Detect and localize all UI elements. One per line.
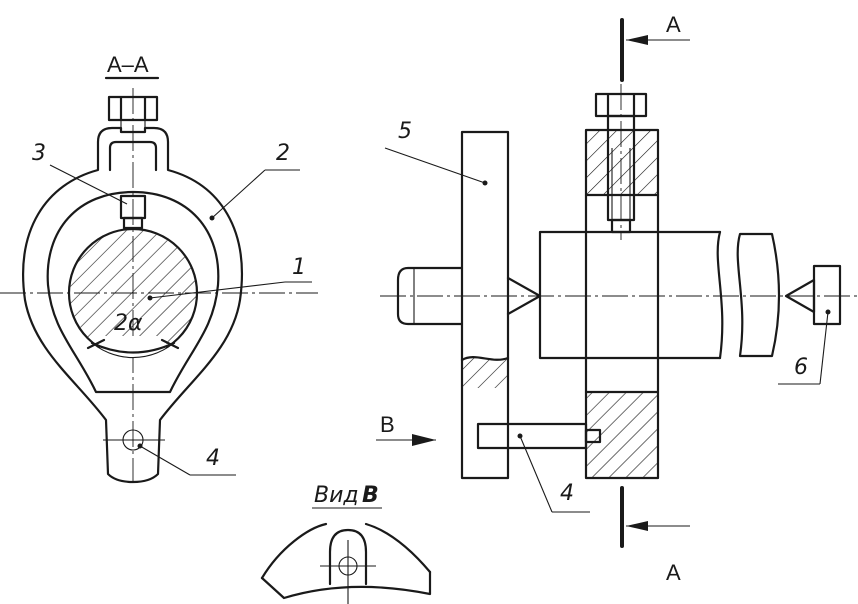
leader-4-left (139, 445, 191, 476)
leader-2 (211, 169, 266, 219)
section-label-bottom: A (666, 560, 681, 585)
section-title: A–A (107, 52, 149, 77)
spindle-nose (396, 266, 464, 326)
workpiece-shaft (538, 230, 722, 360)
leader-6-dot (825, 309, 831, 315)
leader-3 (49, 164, 128, 205)
clamp-bottom-hatch (586, 392, 658, 478)
faceplate (460, 130, 510, 480)
workpiece-end (736, 232, 781, 358)
view-arrow-label: B (380, 412, 395, 437)
shaft-hatch (69, 229, 197, 357)
leader-1-dot (147, 295, 153, 301)
label-part-1: 1 (292, 255, 306, 280)
angle-arrows (86, 338, 180, 350)
front-view: A A 5 (376, 12, 858, 585)
label-part-6: 6 (794, 355, 808, 380)
leader-4-left-dot (137, 443, 143, 449)
section-arrow-bottom-head (626, 521, 648, 531)
view-b-lower-edge (260, 570, 432, 600)
clamp-inner-opening (46, 190, 220, 394)
label-part-4-left: 4 (206, 446, 220, 471)
tail-center-body (812, 264, 842, 326)
leader-4-right-dot (517, 433, 523, 439)
bolt-head (107, 95, 159, 122)
right-bolt-head (594, 92, 648, 118)
leader-2-dot (209, 215, 215, 221)
label-part-2: 2 (276, 141, 290, 166)
label-part-4-right: 4 (560, 481, 574, 506)
leader-1 (149, 281, 286, 299)
view-arrow-head (412, 434, 436, 446)
clamp-top-hatch (586, 130, 658, 195)
label-part-3: 3 (32, 141, 46, 166)
view-b-outer-curve (260, 522, 432, 580)
faceplate-break (460, 356, 510, 362)
view-b: Вид В (260, 483, 432, 604)
driving-pin-tip (584, 428, 602, 444)
section-label-top: A (666, 12, 681, 37)
leader-5-dot (482, 180, 488, 186)
leader-4-right (519, 435, 553, 513)
leader-5 (384, 147, 486, 184)
faceplate-hatch (462, 357, 508, 388)
shaft-unhatched-zone (100, 336, 166, 357)
view-title-word: Вид (314, 483, 359, 508)
angle-label: 2α (114, 311, 143, 336)
shaft-bottom-arc (90, 341, 176, 354)
leader-6 (819, 311, 829, 385)
driving-pin (476, 422, 588, 450)
section-view-a-a: A–A 2α 3 2 (0, 52, 318, 484)
workpiece-break-left (716, 230, 724, 360)
clamp-neck-slot (108, 140, 158, 172)
view-title-letter: В (362, 483, 379, 508)
clamp-body-outer (22, 126, 243, 484)
section-arrow-top-head (626, 35, 648, 45)
view-b-slot (328, 528, 368, 586)
label-part-5: 5 (398, 119, 412, 144)
